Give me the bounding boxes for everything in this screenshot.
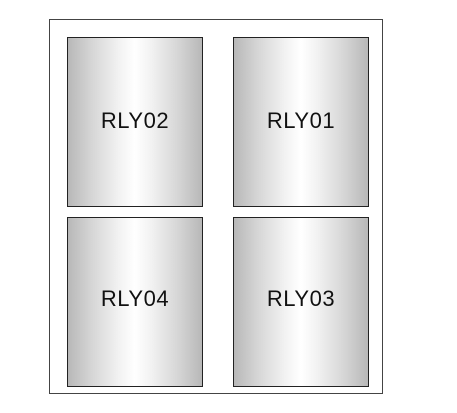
relay-rly03: RLY03: [233, 217, 369, 387]
relay-rly02: RLY02: [67, 37, 203, 207]
relay-label-rly01: RLY01: [266, 108, 336, 133]
relay-label-rly02: RLY02: [100, 108, 170, 133]
relay-label-rly04: RLY04: [100, 286, 170, 311]
relay-rly01: RLY01: [233, 37, 369, 207]
relay-block-frame: RLY02 RLY01 RLY04 RLY03: [49, 19, 383, 394]
relay-label-rly03: RLY03: [266, 286, 336, 311]
relay-rly04: RLY04: [67, 217, 203, 387]
